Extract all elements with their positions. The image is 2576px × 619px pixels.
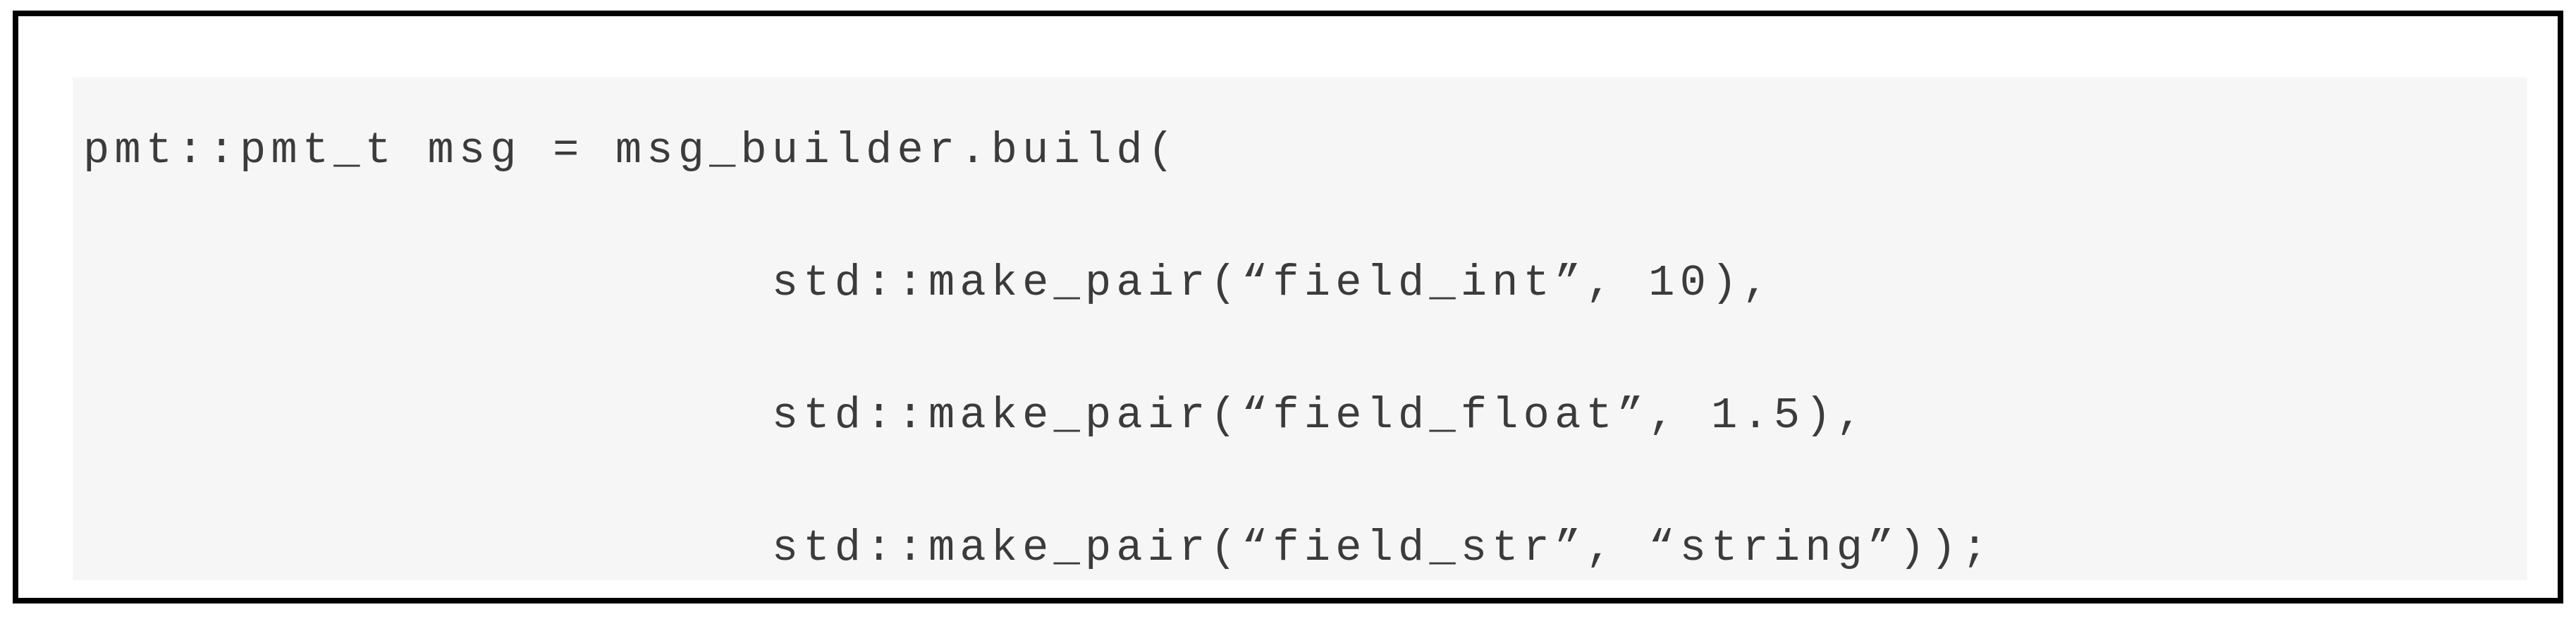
code-line-3: std::make_pair(“field_float”, 1.5), [83, 391, 1868, 441]
code-block: pmt::pmt_t msg = msg_builder.build( std:… [73, 78, 2527, 580]
code-line-4: std::make_pair(“field_str”, “string”)); [83, 523, 1993, 573]
code-line-1: pmt::pmt_t msg = msg_builder.build( [83, 125, 1179, 176]
code-line-2: std::make_pair(“field_int”, 10), [83, 258, 1774, 308]
code-listing: pmt::pmt_t msg = msg_builder.build( std:… [83, 85, 1993, 580]
code-figure-frame: pmt::pmt_t msg = msg_builder.build( std:… [13, 11, 2563, 603]
